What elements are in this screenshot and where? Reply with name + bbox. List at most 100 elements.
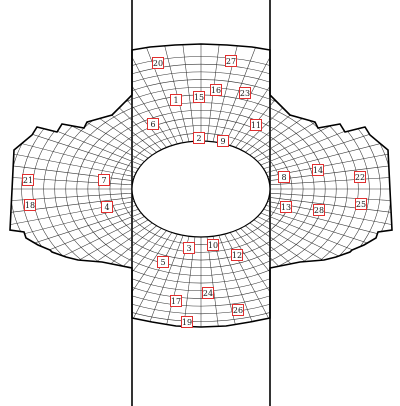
mesh-spoke [10, 192, 133, 203]
node-label-11: 11 [250, 119, 262, 131]
node-label-text: 1 [173, 96, 178, 105]
mesh-spoke [74, 62, 162, 150]
node-label-box [313, 204, 325, 216]
mesh-outline [9, 43, 393, 328]
node-label-7: 7 [98, 174, 110, 186]
node-label-text: 10 [208, 241, 218, 250]
mesh-spoke [253, 219, 371, 288]
mesh-spoke [107, 232, 173, 327]
elliptical-opening [131, 140, 271, 238]
mesh-spoke [10, 123, 139, 169]
node-label-9: 9 [217, 135, 229, 147]
node-label-box [210, 84, 222, 96]
node-label-text: 22 [355, 173, 365, 182]
node-label-5: 5 [157, 256, 169, 268]
node-label-box [207, 239, 219, 251]
node-label-box [181, 316, 193, 328]
node-label-text: 14 [313, 166, 323, 175]
node-label-22: 22 [354, 171, 366, 183]
mesh-spoke [125, 44, 178, 145]
node-label-24: 24 [202, 287, 214, 299]
node-label-17: 17 [170, 295, 182, 307]
node-label-13: 13 [280, 201, 292, 213]
node-label-text: 21 [23, 176, 33, 185]
node-label-box [312, 164, 324, 176]
node-label-text: 20 [153, 59, 163, 68]
node-label-box [225, 55, 237, 67]
node-label-text: 7 [101, 176, 106, 185]
node-label-box [24, 199, 36, 211]
node-label-25: 25 [355, 198, 367, 210]
node-label-16: 16 [210, 84, 222, 96]
mesh-spoke [257, 216, 382, 278]
mesh-spoke [58, 225, 157, 307]
mesh-spoke [267, 201, 392, 230]
node-label-box [22, 174, 34, 186]
node-label-text: 15 [194, 93, 204, 102]
mesh-spoke [31, 90, 149, 159]
node-label-text: 5 [160, 258, 165, 267]
node-label-box [101, 201, 113, 213]
node-label-text: 9 [220, 137, 225, 146]
node-label-text: 23 [240, 89, 250, 98]
node-label-box [147, 118, 159, 130]
mesh-spoke [269, 192, 392, 203]
node-label-10: 10 [207, 239, 219, 251]
mesh-spoke [240, 228, 328, 316]
mesh-spoke [245, 71, 344, 153]
node-label-box [280, 201, 292, 213]
node-label-box [183, 242, 195, 254]
node-label-text: 6 [150, 120, 155, 129]
node-label-box [193, 132, 205, 144]
node-label-2: 2 [193, 132, 205, 144]
node-label-15: 15 [193, 91, 205, 103]
node-label-8: 8 [278, 171, 290, 183]
node-label-26: 26 [232, 304, 244, 316]
node-label-21: 21 [22, 174, 34, 186]
node-label-text: 24 [203, 289, 213, 298]
node-label-text: 19 [182, 318, 192, 327]
mesh-spoke [212, 236, 240, 327]
mesh-spoke [268, 197, 392, 216]
node-label-text: 2 [196, 134, 201, 143]
mesh-spoke [125, 233, 178, 327]
node-label-box [202, 287, 214, 299]
mesh-spoke [253, 90, 371, 159]
mesh-grid [10, 44, 392, 327]
mesh-spoke [10, 197, 134, 216]
node-label-text: 4 [104, 203, 109, 212]
node-label-28: 28 [313, 204, 325, 216]
node-label-1: 1 [170, 94, 182, 106]
node-label-box [152, 57, 164, 69]
node-label-box [355, 198, 367, 210]
mesh-spoke [143, 235, 184, 327]
node-label-box [217, 135, 229, 147]
mesh-spoke [143, 44, 184, 143]
node-label-box [157, 256, 169, 268]
node-label-text: 27 [226, 57, 236, 66]
node-label-6: 6 [147, 118, 159, 130]
node-label-4: 4 [101, 201, 113, 213]
mesh-spoke [218, 44, 259, 143]
node-label-text: 12 [232, 251, 242, 260]
mesh-spoke [263, 123, 392, 169]
node-label-text: 8 [281, 173, 286, 182]
mesh-spoke [240, 62, 328, 150]
node-label-text: 3 [186, 244, 191, 253]
mesh-spoke [268, 162, 392, 181]
mesh-spoke [245, 225, 344, 307]
node-label-text: 17 [171, 297, 181, 306]
mesh-spoke [58, 71, 157, 153]
node-label-text: 11 [251, 121, 261, 130]
node-label-box [193, 91, 205, 103]
node-label-box [250, 119, 262, 131]
mesh-spoke [20, 100, 145, 162]
node-label-box [278, 171, 290, 183]
node-label-box [354, 171, 366, 183]
node-label-box [231, 249, 243, 261]
node-label-12: 12 [231, 249, 243, 261]
node-label-box [170, 94, 182, 106]
node-label-box [232, 304, 244, 316]
